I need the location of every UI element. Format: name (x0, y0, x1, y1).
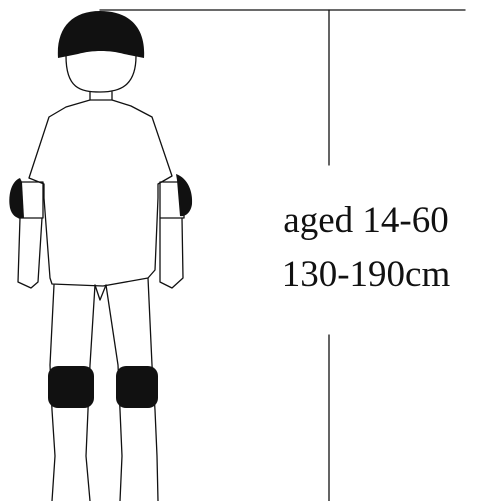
helmet (58, 11, 144, 58)
right-knee-pad (116, 366, 158, 408)
left-knee-pad (48, 366, 94, 408)
head (66, 56, 136, 92)
crotch-line (95, 285, 106, 300)
torso (29, 100, 172, 286)
age-range-label: aged 14-60 (246, 202, 477, 239)
right-forearm (160, 218, 183, 288)
neck (90, 92, 112, 100)
left-elbow-pad (9, 178, 24, 219)
left-forearm (18, 218, 42, 288)
height-range-label: 130-190cm (246, 256, 477, 293)
right-elbow-pad (176, 174, 192, 216)
